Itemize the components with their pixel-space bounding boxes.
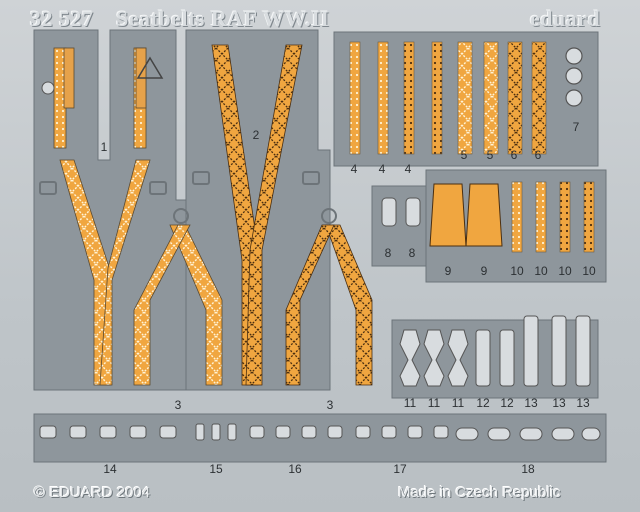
- part-number: 18: [521, 462, 535, 476]
- part-number: 10: [558, 264, 572, 278]
- part-number: 10: [510, 264, 524, 278]
- part-7-rings: [565, 47, 583, 107]
- parts-8-buckles: [381, 197, 421, 227]
- cutout-buckles-11-13: [391, 319, 599, 399]
- fret-code: 32 527: [30, 6, 94, 31]
- part-number: 10: [534, 264, 548, 278]
- part-number: 13: [576, 396, 590, 410]
- part-number: 5: [486, 148, 494, 162]
- part-number: 9: [444, 264, 452, 278]
- parts-4-straps: [349, 41, 443, 155]
- part-number: 15: [209, 462, 223, 476]
- cutout-belts-1-3: [33, 29, 201, 391]
- part-number: 16: [288, 462, 302, 476]
- part-number: 11: [427, 396, 441, 410]
- part-number: 13: [524, 396, 538, 410]
- part-number: 17: [393, 462, 407, 476]
- part-number: 3: [174, 398, 182, 412]
- part-number: 1: [100, 140, 108, 154]
- part-number: 12: [476, 396, 490, 410]
- part-number: 3: [326, 398, 334, 412]
- part-number: 8: [384, 246, 392, 260]
- part-number: 11: [403, 396, 417, 410]
- part-number: 10: [582, 264, 596, 278]
- part-2-harness: [211, 44, 373, 386]
- fret-title: Seatbelts RAF WW.II: [116, 6, 330, 31]
- part-number: 6: [510, 148, 518, 162]
- parts-10-straps: [511, 181, 595, 253]
- part-number: 5: [460, 148, 468, 162]
- parts-9-pads: [429, 183, 503, 247]
- brand-logo: eduard: [530, 6, 601, 31]
- part-number: 8: [408, 246, 416, 260]
- part-number: 9: [480, 264, 488, 278]
- part-number: 14: [103, 462, 117, 476]
- part-number: 4: [378, 162, 386, 176]
- part-number: 4: [350, 162, 358, 176]
- part-number: 4: [404, 162, 412, 176]
- part-number: 13: [552, 396, 566, 410]
- parts-5-6-straps: [457, 41, 547, 155]
- parts-14-18-fittings: [39, 423, 601, 441]
- part-number: 2: [252, 128, 260, 142]
- origin-text: Made in Czech Republic: [398, 484, 561, 501]
- cutout-fittings-14-18: [33, 413, 607, 463]
- part-number: 7: [572, 120, 580, 134]
- cutout-buckles-8: [371, 185, 431, 267]
- copyright-text: © EDUARD 2004: [34, 484, 151, 501]
- parts-11-13-buckles: [399, 315, 591, 387]
- part-number: 6: [534, 148, 542, 162]
- part-number: 12: [500, 396, 514, 410]
- part-number: 11: [451, 396, 465, 410]
